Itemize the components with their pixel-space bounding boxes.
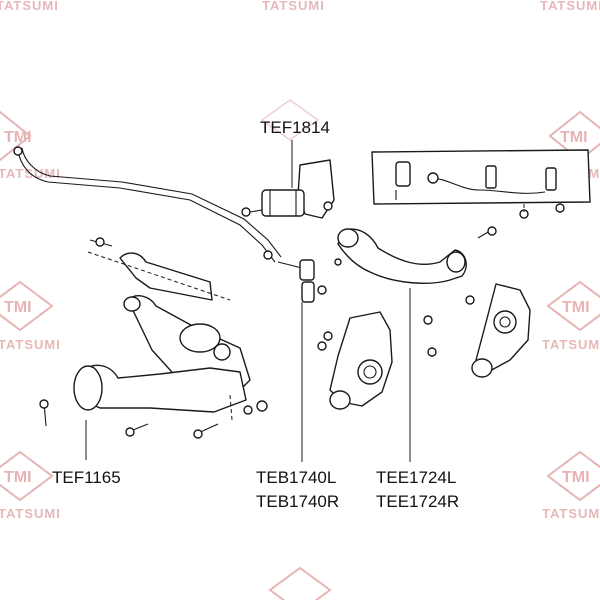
upper-control-arm xyxy=(334,226,497,284)
watermark-logo-right-2: TMI xyxy=(546,280,600,332)
svg-text:TMI: TMI xyxy=(562,469,590,486)
callout-teb1740r: TEB1740R xyxy=(256,492,340,511)
stabilizer-bar xyxy=(13,146,282,263)
svg-text:TMI: TMI xyxy=(4,299,32,316)
svg-text:TMI: TMI xyxy=(4,129,32,146)
watermark-brand-top-left: TATSUMI xyxy=(0,0,59,13)
lower-arm-assembly xyxy=(39,237,268,439)
watermark-logo-top-center xyxy=(260,99,320,141)
watermark-brand-left-2: TATSUMI xyxy=(0,337,61,352)
watermark-brand-right-2: TATSUMI xyxy=(542,337,600,352)
watermark-brand-top-right: TATSUMI xyxy=(540,0,600,13)
callout-tef1165: TEF1165 xyxy=(52,468,121,487)
callout-tee1724r: TEE1724R xyxy=(376,492,460,511)
stabilizer-link xyxy=(263,250,327,303)
sensor-inset xyxy=(371,149,591,219)
watermark-brand-left-3: TATSUMI xyxy=(0,506,61,521)
watermark-logo-bottom-center xyxy=(268,566,332,600)
callout-teb1740l: TEB1740L xyxy=(256,468,337,487)
watermark-brand-right-3: TATSUMI xyxy=(542,506,600,521)
watermark-brand-top-center: TATSUMI xyxy=(262,0,325,13)
callout-tee1724l: TEE1724L xyxy=(376,468,457,487)
stabilizer-bushing-bracket xyxy=(241,159,335,219)
knuckle-right xyxy=(423,283,531,378)
svg-text:TMI: TMI xyxy=(560,129,588,146)
knuckle-left xyxy=(317,311,393,410)
svg-text:TMI: TMI xyxy=(4,469,32,486)
watermark-logo-left-3: TMI xyxy=(0,450,54,502)
callout-tef1814: TEF1814 xyxy=(260,118,330,137)
watermark-logo-left-1: TMI xyxy=(0,110,32,162)
svg-text:TMI: TMI xyxy=(562,299,590,316)
watermark-logo-right-3: TMI xyxy=(546,450,600,502)
watermark-logo-left-2: TMI xyxy=(0,280,54,332)
